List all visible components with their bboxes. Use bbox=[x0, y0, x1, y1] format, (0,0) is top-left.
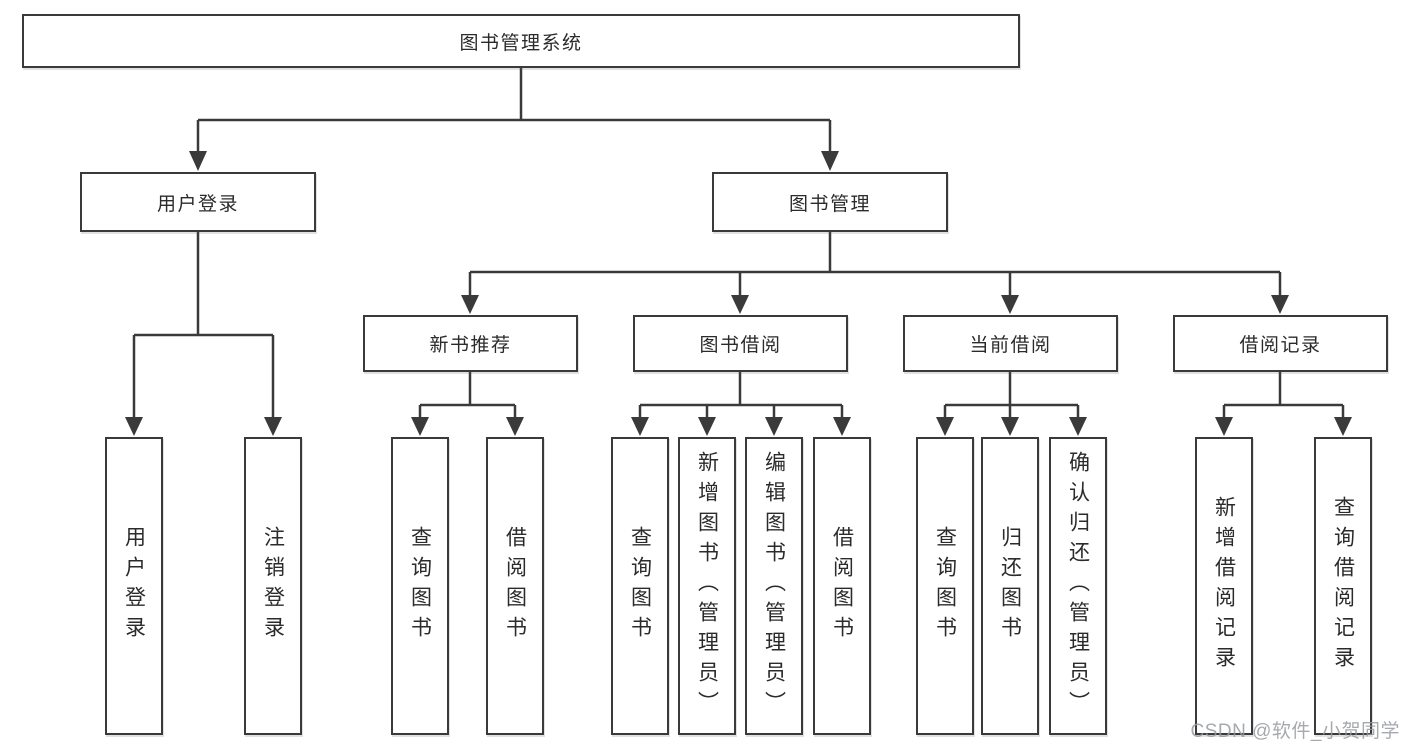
arrow-down-icon bbox=[698, 417, 716, 436]
leaf-bb-edit-books-admin: 编辑图书（管理员） bbox=[745, 437, 803, 735]
leaf-nbr-borrow-books-label: 借阅图书 bbox=[503, 526, 527, 646]
leaf-cb-confirm-return-admin: 确认归还（管理员） bbox=[1049, 437, 1107, 735]
leaf-cb-query-books: 查询图书 bbox=[916, 437, 974, 735]
leaf-nbr-borrow-books: 借阅图书 bbox=[486, 437, 544, 735]
arrow-down-icon bbox=[411, 417, 429, 436]
arrow-down-icon bbox=[189, 151, 207, 171]
connector-root bbox=[196, 68, 832, 154]
node-user-login: 用户登录 bbox=[80, 172, 316, 232]
node-root-label: 图书管理系统 bbox=[459, 32, 583, 54]
leaf-cb-return-books: 归还图书 bbox=[981, 437, 1039, 735]
leaf-nbr-query-books-label: 查询图书 bbox=[408, 526, 432, 646]
arrow-down-icon bbox=[765, 417, 783, 436]
arrow-down-icon bbox=[1215, 417, 1233, 436]
leaf-cb-confirm-return-admin-label: 确认归还（管理员） bbox=[1066, 451, 1090, 721]
arrow-down-icon bbox=[264, 417, 282, 436]
arrow-down-icon bbox=[1001, 417, 1019, 436]
leaf-bb-query-books-label: 查询图书 bbox=[628, 526, 652, 646]
connector-current-borrowing bbox=[943, 372, 1080, 419]
arrow-down-icon bbox=[821, 151, 839, 171]
leaf-logout: 注销登录 bbox=[244, 437, 302, 735]
leaf-bb-query-books: 查询图书 bbox=[611, 437, 669, 735]
arrow-down-icon bbox=[936, 417, 954, 436]
node-new-book-recommend-label: 新书推荐 bbox=[429, 335, 512, 356]
node-current-borrowing-label: 当前借阅 bbox=[969, 335, 1052, 356]
arrow-down-icon bbox=[125, 417, 143, 436]
arrow-down-icon bbox=[1001, 295, 1019, 314]
leaf-bb-add-books-admin-label: 新增图书（管理员） bbox=[695, 451, 719, 721]
leaf-bb-add-books-admin: 新增图书（管理员） bbox=[678, 437, 736, 735]
leaf-bb-edit-books-admin-label: 编辑图书（管理员） bbox=[762, 451, 786, 721]
arrow-down-icon bbox=[731, 295, 749, 314]
arrow-down-icon bbox=[631, 417, 649, 436]
leaf-br-add-record: 新增借阅记录 bbox=[1195, 437, 1253, 735]
connector-book-borrowing bbox=[638, 372, 844, 419]
node-root: 图书管理系统 bbox=[22, 14, 1020, 68]
arrow-down-icon bbox=[461, 295, 479, 314]
leaf-bb-borrow-books-label: 借阅图书 bbox=[830, 526, 854, 646]
leaf-user-login: 用户登录 bbox=[105, 437, 163, 735]
leaf-nbr-query-books: 查询图书 bbox=[391, 437, 449, 735]
arrow-down-icon bbox=[1069, 417, 1087, 436]
arrow-down-icon bbox=[833, 417, 851, 436]
connector-new-book-recommend bbox=[418, 372, 517, 419]
node-new-book-recommend: 新书推荐 bbox=[363, 315, 578, 372]
leaf-logout-label: 注销登录 bbox=[261, 526, 285, 646]
node-book-management-label: 图书管理 bbox=[788, 193, 871, 215]
node-book-management: 图书管理 bbox=[712, 172, 948, 232]
watermark: CSDN @软件_小贺同学 bbox=[1190, 721, 1400, 742]
leaf-br-query-record: 查询借阅记录 bbox=[1314, 437, 1372, 735]
leaf-cb-query-books-label: 查询图书 bbox=[933, 526, 957, 646]
leaf-br-query-record-label: 查询借阅记录 bbox=[1331, 496, 1355, 676]
leaf-br-add-record-label: 新增借阅记录 bbox=[1212, 496, 1236, 676]
connector-user-login bbox=[132, 232, 275, 419]
node-borrowing-records: 借阅记录 bbox=[1173, 315, 1388, 372]
leaf-user-login-label: 用户登录 bbox=[122, 526, 146, 646]
arrowheads bbox=[125, 151, 1352, 436]
node-borrowing-records-label: 借阅记录 bbox=[1239, 335, 1322, 356]
node-book-borrowing-label: 图书借阅 bbox=[699, 335, 782, 356]
leaf-cb-return-books-label: 归还图书 bbox=[998, 526, 1022, 646]
arrow-down-icon bbox=[1271, 295, 1289, 314]
node-current-borrowing: 当前借阅 bbox=[903, 315, 1118, 372]
node-book-borrowing: 图书借阅 bbox=[633, 315, 848, 372]
node-user-login-label: 用户登录 bbox=[156, 193, 239, 215]
connector-book-management bbox=[468, 232, 1282, 297]
connector-borrowing-records bbox=[1222, 372, 1345, 419]
leaf-bb-borrow-books: 借阅图书 bbox=[813, 437, 871, 735]
arrow-down-icon bbox=[1334, 417, 1352, 436]
arrow-down-icon bbox=[506, 417, 524, 436]
